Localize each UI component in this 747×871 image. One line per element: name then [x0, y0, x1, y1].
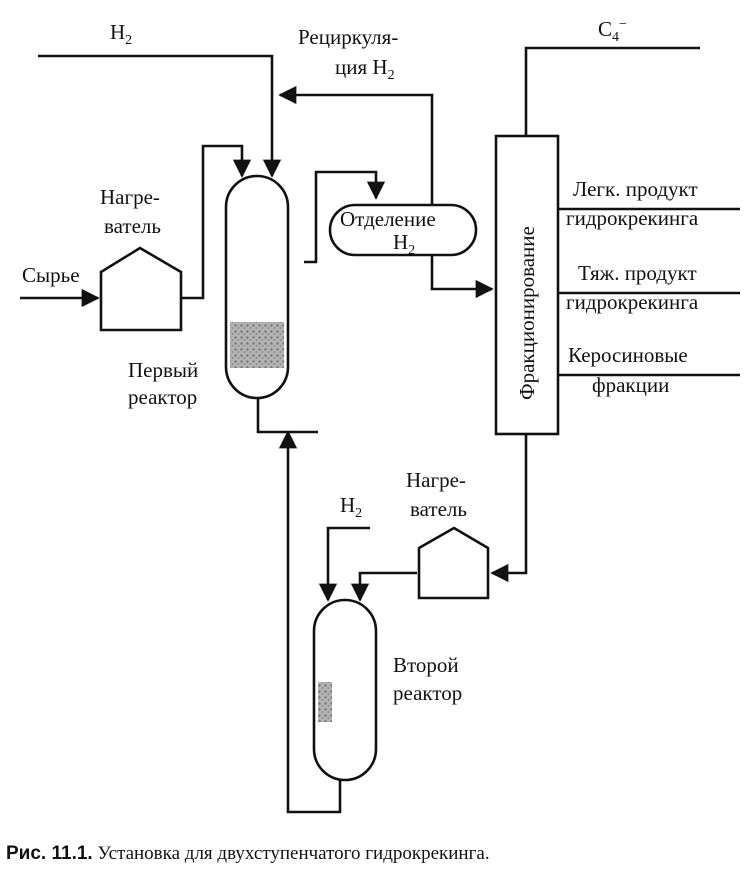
- fractionation-column: [494, 134, 560, 436]
- label-light-product-1: Легк. продукт: [573, 177, 698, 201]
- heater2-outlet-line: [350, 571, 417, 602]
- second-reactor: [312, 598, 378, 782]
- label-feed: Сырье: [22, 263, 80, 287]
- heater-2: [417, 526, 490, 600]
- label-c4: C4−: [598, 17, 627, 45]
- label-heater2-2: ватель: [410, 497, 467, 521]
- label-heater2-1: Нагре-: [406, 468, 466, 492]
- label-reactor1-2: реактор: [128, 385, 197, 409]
- h2-separator: [328, 203, 478, 257]
- recycle-h2-line: [278, 85, 434, 205]
- label-h2-bottom: H2: [340, 493, 362, 521]
- c4-overhead-line: [524, 46, 700, 136]
- label-h2-top: H2: [110, 20, 132, 48]
- h2-feed-line: [38, 54, 282, 178]
- reactor2-return-line: [278, 430, 342, 814]
- heater-1: [99, 246, 183, 332]
- label-reactor1-1: Первый: [128, 358, 198, 382]
- label-reactor2-2: реактор: [393, 681, 462, 705]
- label-separation-2: H2: [393, 230, 415, 258]
- label-kerosene-2: фракции: [592, 373, 669, 397]
- figure-number: Рис. 11.1.: [6, 843, 93, 864]
- label-reactor2-1: Второй: [393, 653, 459, 677]
- second-reactor-catalyst: [318, 682, 332, 722]
- reactor1-bottom-line: [256, 398, 318, 434]
- label-heavy-product-2: гидрокрекинга: [566, 290, 699, 314]
- label-light-product-2: гидрокрекинга: [566, 206, 699, 230]
- h2-second-stage-line: [318, 526, 370, 602]
- label-kerosene-1: Керосиновые: [568, 343, 688, 367]
- label-separation-1: Отделение: [340, 207, 436, 231]
- label-heater1-2: ватель: [104, 214, 161, 238]
- label-recycle-1: Рециркуля-: [298, 25, 398, 49]
- label-fractionation: Фракционирование: [515, 226, 539, 400]
- bottoms-to-heater2-line: [490, 434, 528, 583]
- figure-caption: Рис. 11.1. Установка для двухступенчатог…: [6, 843, 490, 865]
- label-recycle-2: ция H2: [335, 55, 395, 83]
- separator-to-fractionation-line: [430, 255, 494, 299]
- label-heavy-product-1: Тяж. продукт: [578, 261, 697, 285]
- heater1-outlet-line: [180, 144, 252, 300]
- first-reactor-catalyst: [230, 322, 284, 368]
- figure-caption-text: Установка для двухступенчатого гидрокрек…: [97, 843, 490, 864]
- label-heater1-1: Нагре-: [100, 185, 160, 209]
- reactor1-to-separator-line: [304, 170, 386, 264]
